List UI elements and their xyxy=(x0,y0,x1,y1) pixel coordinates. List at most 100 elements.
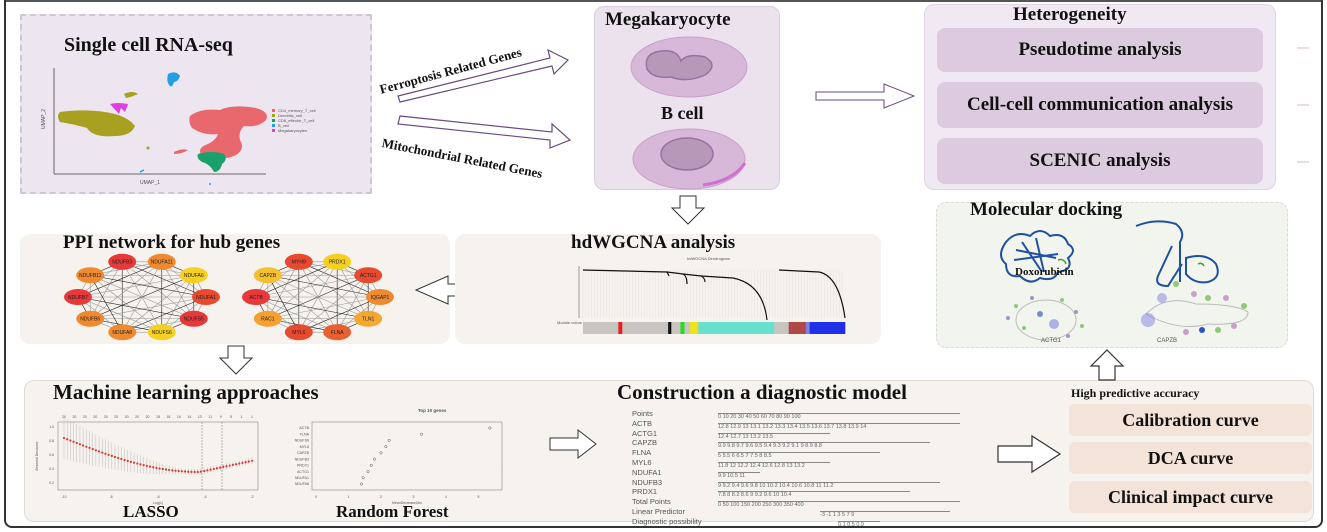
rf-gene-label: NDUFA1 xyxy=(295,476,309,480)
lasso-point xyxy=(62,436,66,440)
nomogram-row-label: ACTB xyxy=(632,418,653,428)
capzb-2d-interaction-icon xyxy=(1141,281,1249,335)
lasso-top-count: 20 xyxy=(146,415,150,419)
ppi-node-circle xyxy=(192,289,220,305)
nomogram-row-label: NDUFB3 xyxy=(632,477,663,487)
capzb-protein-icon xyxy=(1135,220,1219,288)
ppi-node-label: NDUFB6 xyxy=(80,317,100,323)
ferroptosis-arrow-icon xyxy=(397,48,570,103)
ppi-edge xyxy=(89,261,123,319)
ppi-node-circle xyxy=(366,289,394,305)
ppi-node: NDUFS5 xyxy=(179,310,208,327)
lasso-point xyxy=(97,450,101,453)
lasso-point xyxy=(234,463,238,466)
ppi-edge xyxy=(267,296,381,320)
lasso-point xyxy=(168,468,171,472)
rf-gene-label: NDUFA6 xyxy=(295,482,309,486)
ppi-node-circle xyxy=(253,267,282,284)
lasso-label: LASSO xyxy=(123,502,179,521)
cluster-cd8-effector-t-cell xyxy=(197,152,226,172)
ppi-node: NDUFB6 xyxy=(76,310,105,327)
ml-title: Machine learning approaches xyxy=(53,380,319,404)
ppi-node: NDUFS6 xyxy=(147,324,176,341)
lasso-y-tick: 1.0 xyxy=(49,425,54,429)
lasso-y-label: Binomial Deviance xyxy=(35,441,39,470)
ppi-node-label: TLN1 xyxy=(362,317,374,323)
side-tick-marks xyxy=(1297,47,1309,163)
rf-point xyxy=(369,463,373,467)
lasso-top-count: 1 xyxy=(241,415,243,419)
cluster-cd4-memory-t-cell xyxy=(189,106,267,159)
ppi-edge xyxy=(267,274,381,298)
rf-point xyxy=(373,457,376,461)
lasso-point xyxy=(104,452,107,455)
lasso-x-tick: -10 xyxy=(61,495,66,499)
lasso-point xyxy=(152,466,155,469)
lasso-point xyxy=(196,470,199,474)
dendrogram-title: hdWGCNA Dendrogram xyxy=(687,256,730,261)
lasso-point xyxy=(164,468,168,471)
legend-swatch xyxy=(272,114,275,117)
rf-x-tick: 2 xyxy=(380,495,382,499)
lasso-top-count: 20 xyxy=(114,415,118,419)
ppi-node-label: CAPZB xyxy=(260,273,277,279)
lasso-point xyxy=(244,461,247,464)
lasso-point xyxy=(241,461,244,464)
ppi-node: NDUFA11 xyxy=(147,253,176,270)
rf-gene-label: FLNA xyxy=(300,432,310,436)
down-arrow-icon xyxy=(218,345,254,375)
ppi-node-label: ACTG1 xyxy=(360,273,377,279)
nomogram-axis-line xyxy=(718,452,880,454)
right-arrow-icon xyxy=(815,83,916,109)
calibration-curve-box: Calibration curve xyxy=(1069,404,1312,436)
cluster-dendritic-cell xyxy=(58,110,135,137)
lasso-point xyxy=(193,470,196,474)
ppi-node-circle xyxy=(284,324,313,341)
ppi-node-circle xyxy=(323,253,352,270)
dendrogram-branch xyxy=(778,269,846,319)
lasso-top-count: 14 xyxy=(187,415,191,419)
ppi-edge xyxy=(161,261,195,319)
nomogram-tick-labels: 9 9.2 9.4 9.6 9.8 10 10.2 10.4 10.6 10.8… xyxy=(718,482,834,489)
nomogram-tick-labels: 11.8 12 12.2 12.4 12.6 12.8 13 13.2 xyxy=(718,463,805,469)
lasso-top-count: 20 xyxy=(104,415,108,419)
module-color-block xyxy=(809,322,846,334)
b-cell-icon xyxy=(632,128,747,190)
ppi-node-circle xyxy=(108,324,137,341)
lasso-point xyxy=(123,458,126,462)
actg1-2d-interaction-icon xyxy=(1006,296,1084,341)
legend-item: Dendritic_cell xyxy=(272,113,316,118)
ppi-node-circle xyxy=(284,253,313,270)
gene-set-arrows xyxy=(397,48,572,149)
ppi-node-label: NDUFB7 xyxy=(68,295,88,301)
ppi-node: FLNA xyxy=(323,324,352,341)
lasso-x-tick: -4 xyxy=(203,495,206,499)
lasso-x-tick: -2 xyxy=(250,495,253,499)
rf-gene-label: ACTB xyxy=(299,426,309,430)
nomogram-row-label: Linear Predictor xyxy=(632,507,685,516)
ppi-node-label: RAC1 xyxy=(261,317,275,323)
ppi-edge xyxy=(255,261,338,298)
nomogram-row-label: NDUFA1 xyxy=(632,467,662,477)
rf-gene-label: MYL6 xyxy=(300,445,309,449)
nomogram-tick-labels: 0 10 20 30 40 50 60 70 80 90 100 xyxy=(718,414,801,420)
ppi-title: PPI network for hub genes xyxy=(63,232,281,253)
rf-gene-label: NDUFS6 xyxy=(295,439,309,443)
right-arrow-icon xyxy=(997,434,1062,474)
lasso-top-count: 20 xyxy=(72,415,76,419)
mitochondrial-arrow-icon xyxy=(397,115,572,149)
ppi-edge xyxy=(90,275,162,333)
lasso-point xyxy=(69,439,72,442)
nomogram-axis-line xyxy=(718,432,830,434)
lasso-point xyxy=(117,456,120,460)
umap-plot xyxy=(53,68,267,185)
rf-point xyxy=(488,426,492,430)
nomogram-row-label: Points xyxy=(632,409,653,418)
module-color-block xyxy=(774,322,789,334)
legend-label: B_cell xyxy=(278,123,289,128)
ppi-edge xyxy=(77,296,194,320)
rf-gene-label: ACTG1 xyxy=(297,470,309,474)
legend-item: Megakaryocytes xyxy=(272,128,316,133)
